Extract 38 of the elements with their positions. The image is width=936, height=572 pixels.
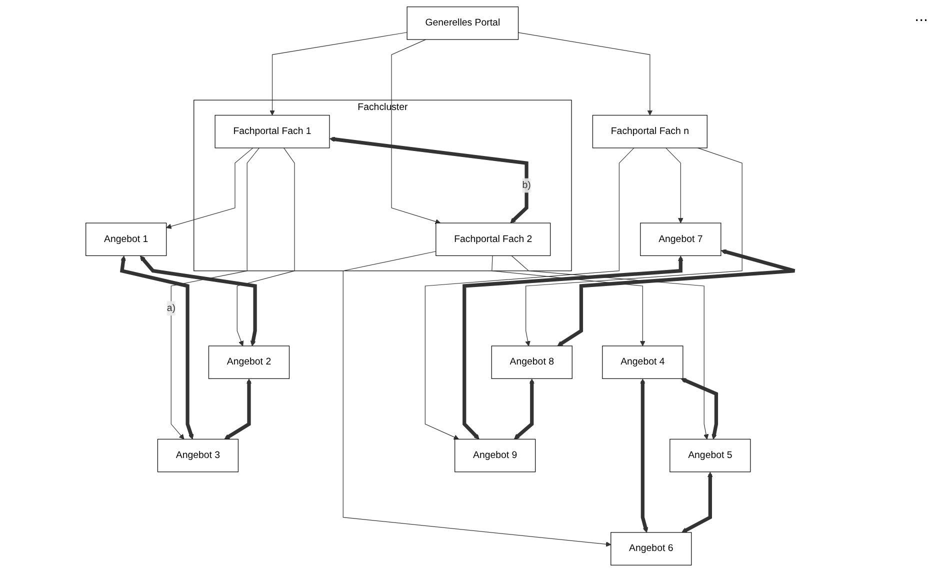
edge-label: b) [522,180,531,190]
arrow [665,148,684,224]
node-box: Angebot 7 [640,222,721,256]
arrow [680,378,718,440]
node-box: Fachportal Fach 1 [214,114,330,148]
arrow [236,148,295,346]
node-box: Angebot 8 [491,346,572,379]
node-box: Angebot 4 [602,346,683,379]
arrow [170,148,260,440]
arrow [681,472,713,533]
node-box: Fachportal Fach n [592,114,708,148]
arrow [524,148,742,346]
arrow [224,378,252,440]
ellipsis-note: ... [914,8,928,26]
node-box: Angebot 5 [669,438,750,472]
arrow [640,378,648,533]
arrow [557,249,796,346]
node-box: Angebot 9 [454,438,536,472]
arrow [269,32,408,116]
arrow [511,255,708,440]
node-box: Angebot 1 [85,222,166,256]
node-box: Angebot 6 [610,532,692,566]
arrow [120,256,194,440]
arrow [462,256,684,440]
arrow [514,378,534,440]
arrow [140,256,257,346]
node-box: Fachportal Fach 2 [435,222,550,256]
node-box: Angebot 2 [208,346,290,379]
node-box: Generelles Portal [406,6,518,40]
edge-label: a) [166,302,176,314]
arrow [166,148,253,229]
node-box: Angebot 3 [157,438,238,472]
arrow [391,39,440,224]
arrow [424,148,634,440]
arrow [491,255,646,346]
arrow [329,136,528,224]
arrow [342,251,611,547]
arrow [518,32,652,116]
